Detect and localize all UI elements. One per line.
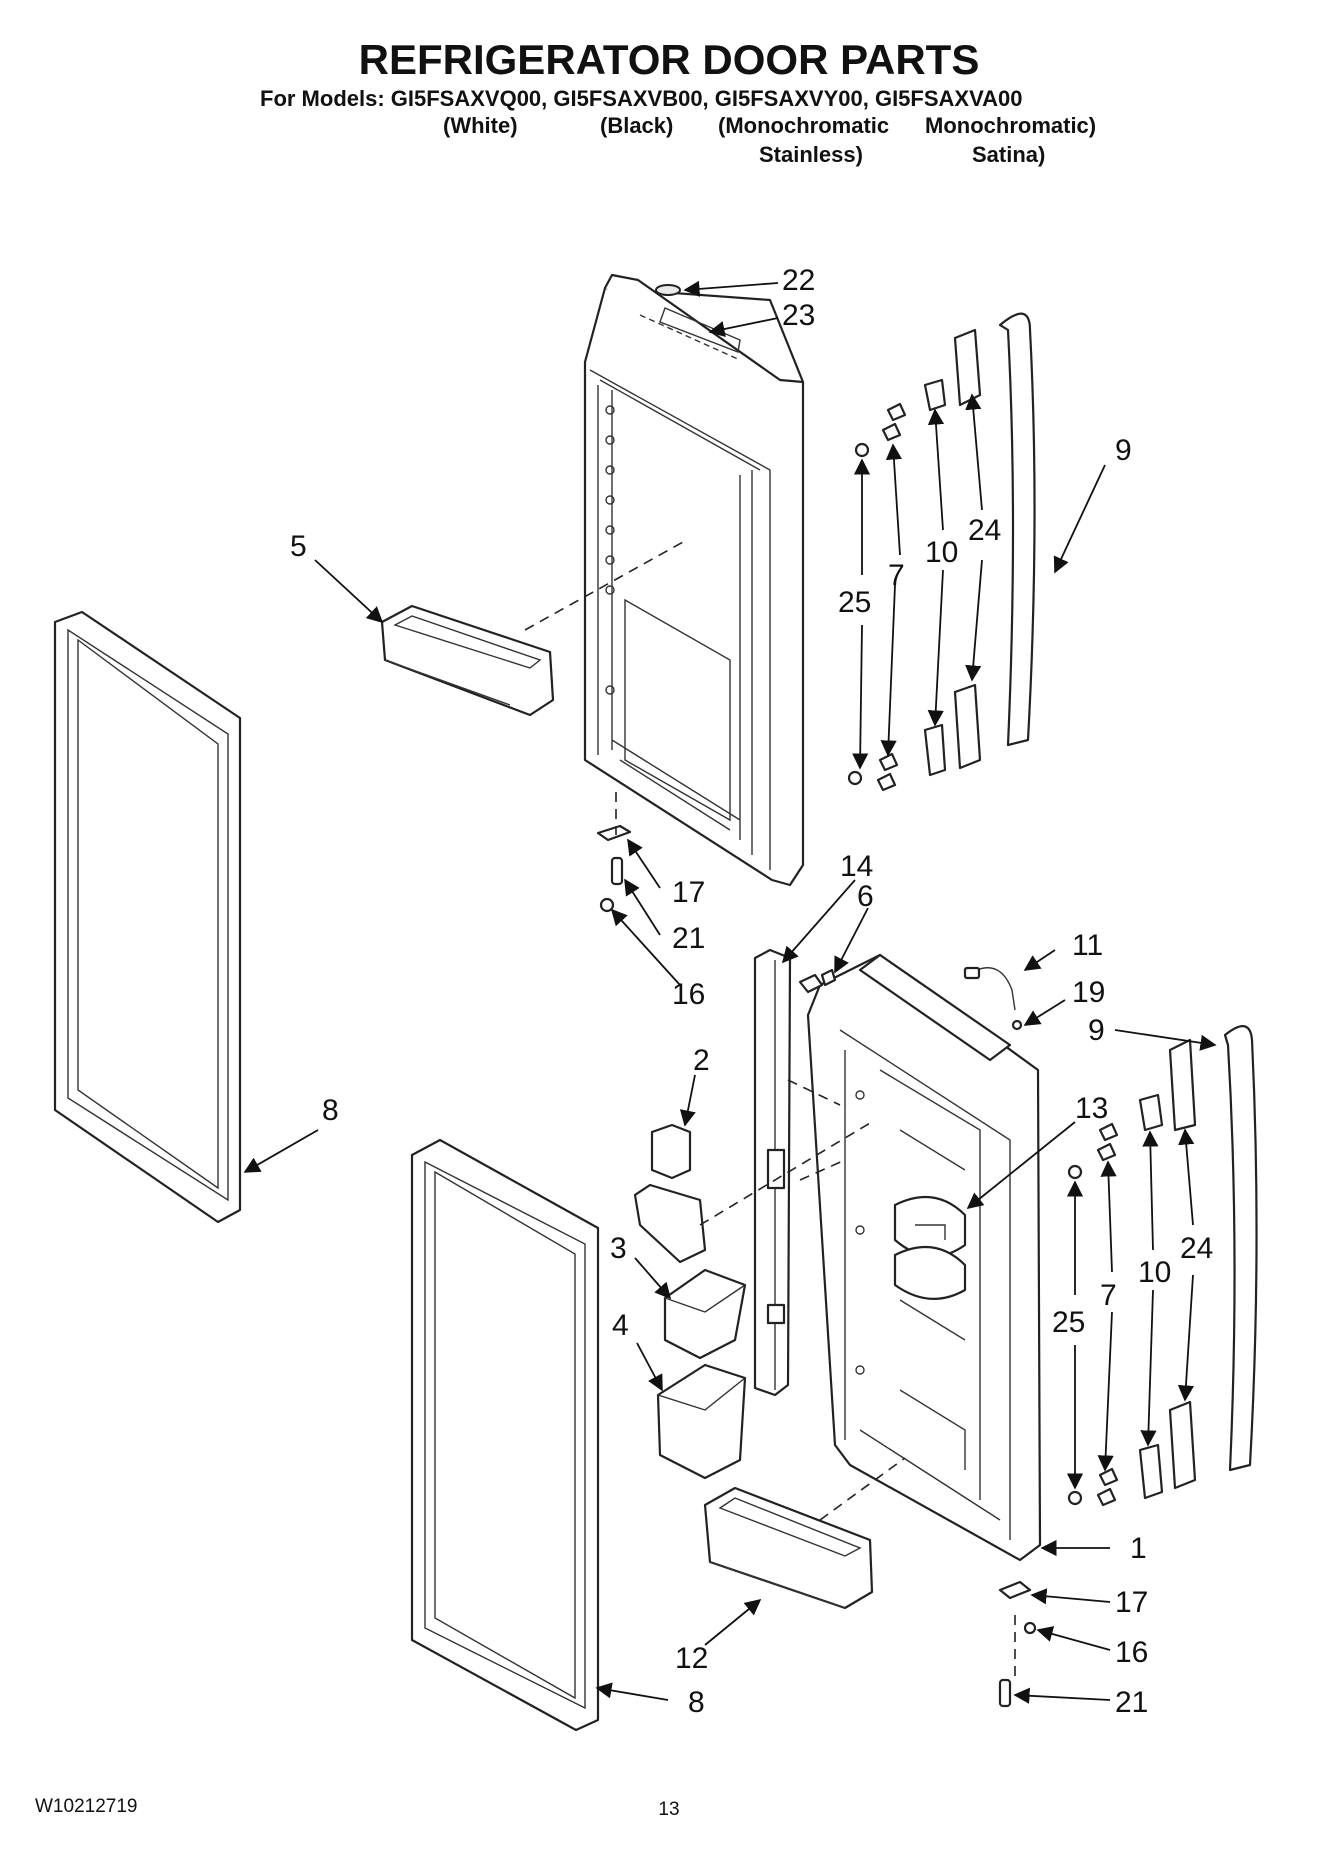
callout-1: 1	[1130, 1532, 1147, 1565]
part-13-dispenser-frame	[893, 1195, 967, 1300]
callout-9-lower: 9	[1088, 1014, 1105, 1047]
callout-21-upper: 21	[672, 922, 705, 955]
part-2-dispenser-cup	[633, 1123, 707, 1264]
callout-3: 3	[610, 1232, 627, 1265]
page-title: REFRIGERATOR DOOR PARTS	[359, 36, 980, 83]
callout-4: 4	[612, 1309, 629, 1342]
callout-7-upper: 7	[888, 559, 905, 592]
callout-8-upper: 8	[322, 1094, 339, 1127]
callout-10-upper: 10	[925, 536, 958, 569]
callout-19: 19	[1072, 976, 1105, 1009]
leader-lines	[243, 280, 1217, 1704]
part-4-door-bin	[656, 1363, 747, 1480]
upper-door-handle	[998, 312, 1036, 747]
variant-mono-stainless-line1: (Monochromatic	[718, 113, 889, 138]
callout-7-lower: 7	[1100, 1279, 1117, 1312]
variant-black: (Black)	[600, 113, 673, 138]
callout-17-lower: 17	[1115, 1586, 1148, 1619]
part-5-door-bin	[380, 604, 555, 717]
part-12-door-shelf	[703, 1486, 874, 1610]
page-number: 13	[658, 1799, 679, 1820]
callout-6: 6	[857, 880, 874, 913]
callout-24-upper: 24	[968, 514, 1001, 547]
callout-9-upper: 9	[1115, 434, 1132, 467]
variant-mono-satina-line1: Monochromatic)	[925, 113, 1096, 138]
door-gasket-left	[53, 610, 242, 1224]
callout-13: 13	[1075, 1092, 1108, 1125]
part-3-door-bin	[663, 1268, 747, 1360]
part-6-screw	[798, 968, 837, 994]
upper-door-hinge-hardware	[596, 824, 632, 913]
assembly-guides	[524, 541, 1016, 1680]
part-14-hinge-strip	[753, 948, 792, 1397]
variant-mono-stainless-line2: Stainless)	[759, 142, 863, 167]
callout-labels: 22 23 9 24 10 7 25 5 17 21 16 14 6 11 19…	[290, 264, 1213, 1719]
lower-door-hinge-hardware	[998, 1580, 1037, 1708]
lower-door-handle	[1223, 1025, 1258, 1472]
callout-2: 2	[693, 1044, 710, 1077]
callout-23: 23	[782, 299, 815, 332]
part-11-wire-harness	[963, 966, 1023, 1031]
callout-25-lower: 25	[1052, 1306, 1085, 1339]
callout-16-upper: 16	[672, 978, 705, 1011]
document-number: W10212719	[35, 1796, 137, 1817]
models-line: For Models: GI5FSAXVQ00, GI5FSAXVB00, GI…	[260, 86, 1023, 111]
door-gasket-right	[410, 1138, 600, 1732]
callout-10-lower: 10	[1138, 1256, 1171, 1289]
callout-5: 5	[290, 530, 307, 563]
variant-white: (White)	[443, 113, 518, 138]
upper-handle-hardware	[847, 328, 982, 792]
callout-21-lower: 21	[1115, 1686, 1148, 1719]
callout-8-lower: 8	[688, 1686, 705, 1719]
part-22-cap	[655, 284, 681, 296]
callout-24-lower: 24	[1180, 1232, 1213, 1265]
callout-14: 14	[840, 850, 873, 883]
callout-12: 12	[675, 1642, 708, 1675]
callout-22: 22	[782, 264, 815, 297]
callout-17-upper: 17	[672, 876, 705, 909]
callout-25-upper: 25	[838, 586, 871, 619]
left-door-liner	[583, 273, 805, 887]
callout-11: 11	[1072, 929, 1103, 962]
callout-16-lower: 16	[1115, 1636, 1148, 1669]
variant-mono-satina-line2: Satina)	[972, 142, 1045, 167]
